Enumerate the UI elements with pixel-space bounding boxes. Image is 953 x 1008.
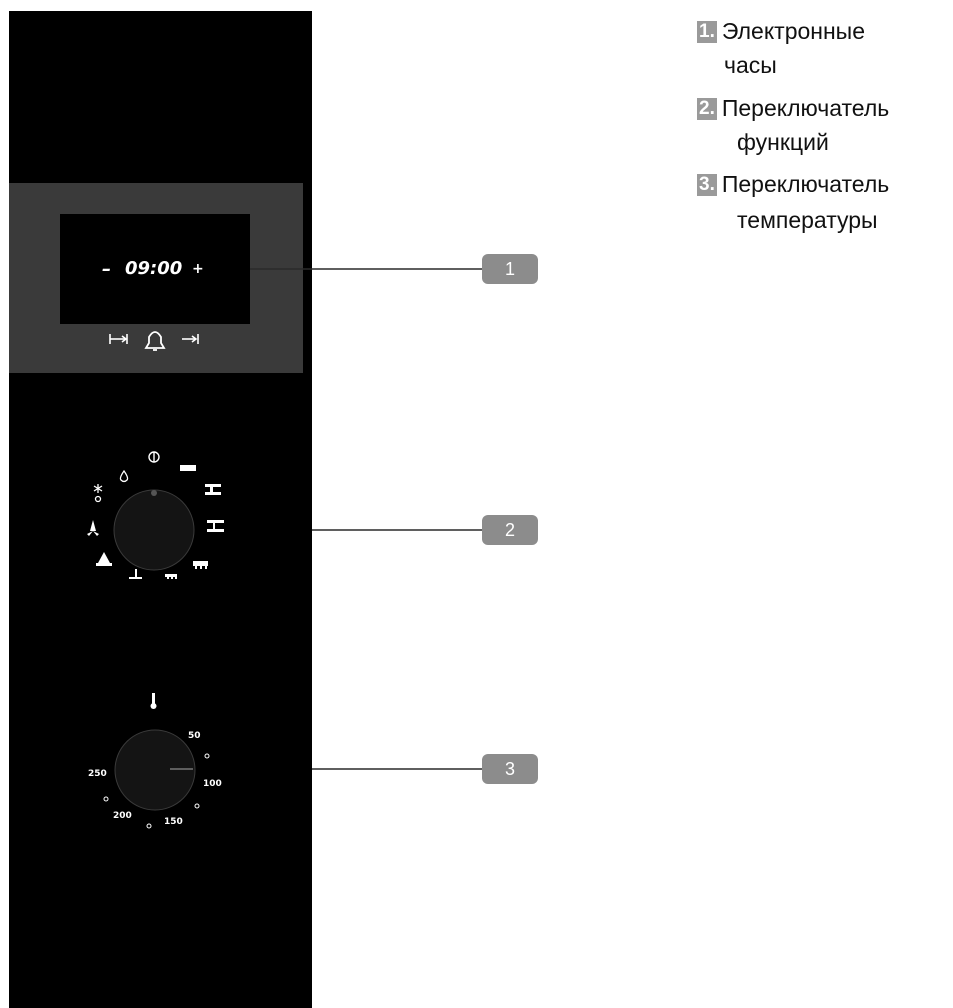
top-bottom-heat-icon xyxy=(207,520,224,532)
legend-label-1: Электронные xyxy=(721,18,866,44)
legend-number-1: 1. xyxy=(697,21,717,43)
legend-item-2: 2.Переключатель xyxy=(697,93,889,124)
legend-label-3: Переключатель xyxy=(721,171,890,197)
legend-sublabel-2: функций xyxy=(737,129,829,155)
legend-number-3: 3. xyxy=(697,174,717,196)
temp-label-50: 50 xyxy=(188,731,201,741)
clock-display xyxy=(60,214,250,324)
grill-icon xyxy=(205,484,221,495)
function-dial-knob[interactable] xyxy=(113,489,195,571)
temp-label-150: 150 xyxy=(164,817,183,827)
end-time-icon[interactable] xyxy=(182,334,199,344)
temp-label-250: 250 xyxy=(88,769,107,779)
legend-sublabel-1: часы xyxy=(724,52,777,78)
bottom-grill-icon xyxy=(165,574,177,579)
clock-plus-button[interactable]: + xyxy=(192,261,204,277)
callout-badge-3: 3 xyxy=(482,754,538,784)
base-icon xyxy=(129,569,142,579)
bell-icon[interactable] xyxy=(144,331,166,351)
legend-sublabel-3: температуры xyxy=(737,207,878,233)
bottom-heat-icon xyxy=(193,561,208,569)
legend-number-2: 2. xyxy=(697,98,717,120)
legend-label-2: Переключатель xyxy=(721,95,890,121)
temperature-dial-dots xyxy=(103,753,210,829)
defrost-icon xyxy=(93,484,103,503)
clock-minus-button[interactable]: – xyxy=(102,259,111,280)
power-off-icon xyxy=(148,451,160,463)
thermometer-icon xyxy=(150,693,157,709)
function-dial-indicator xyxy=(151,490,157,496)
temp-label-200: 200 xyxy=(113,811,132,821)
function-dial-symbols xyxy=(87,451,224,579)
fan-icon xyxy=(87,520,99,536)
duration-icon[interactable] xyxy=(109,334,128,344)
callout-badge-2: 2 xyxy=(482,515,538,545)
temperature-dial-knob[interactable] xyxy=(114,729,196,811)
top-heat-icon xyxy=(180,465,196,471)
fan-base-icon xyxy=(96,552,112,566)
callout-badge-1: 1 xyxy=(482,254,538,284)
temp-label-100: 100 xyxy=(203,779,222,789)
legend-item-1: 1.Электронные xyxy=(697,16,865,47)
water-drop-icon xyxy=(119,469,129,483)
clock-time: 09:00 xyxy=(125,258,183,279)
legend-item-3: 3.Переключатель xyxy=(697,169,889,200)
